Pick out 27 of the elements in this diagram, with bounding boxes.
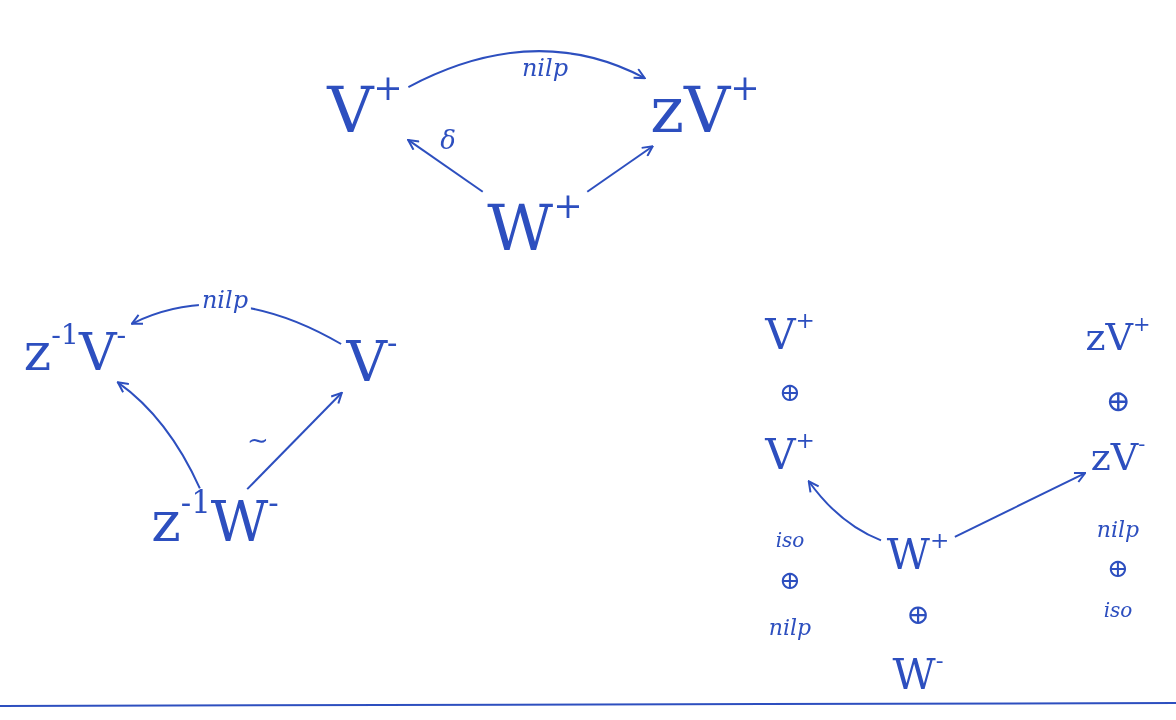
arrow: [953, 472, 1087, 538]
arrow: [807, 480, 882, 542]
math-text: iso: [1103, 599, 1133, 621]
arrow: [586, 145, 654, 193]
math-text: nilp: [1096, 517, 1140, 543]
math-term: zV$^{+}$: [1083, 316, 1153, 358]
math-term: W$^{+}$: [884, 532, 952, 578]
math-text: ⊕: [779, 377, 801, 407]
math-term: V$^{+}$: [763, 432, 817, 478]
math-text: ⊕: [1107, 553, 1129, 583]
arrow: [407, 50, 646, 89]
arrow: [407, 138, 484, 193]
math-term: zV$^{+}$: [648, 76, 762, 144]
math-term: W$^{-}$: [890, 652, 946, 698]
math-term: V$^{+}$: [763, 312, 817, 358]
math-term: z$^{-1}$V$^{-}$: [21, 324, 129, 380]
math-text: ⊕: [779, 565, 801, 595]
arrow: [116, 381, 201, 490]
math-text: iso: [775, 529, 805, 551]
math-text: ⊕: [906, 599, 930, 631]
math-text: ⊕: [1105, 383, 1131, 417]
arrow: [246, 391, 343, 491]
math-term: zV$^{-}$: [1088, 436, 1148, 478]
math-term: W$^{+}$: [485, 194, 585, 262]
math-term: V$^{-}$: [344, 332, 400, 392]
math-term: V$^{+}$: [325, 76, 405, 144]
math-text: nilp: [768, 615, 812, 641]
